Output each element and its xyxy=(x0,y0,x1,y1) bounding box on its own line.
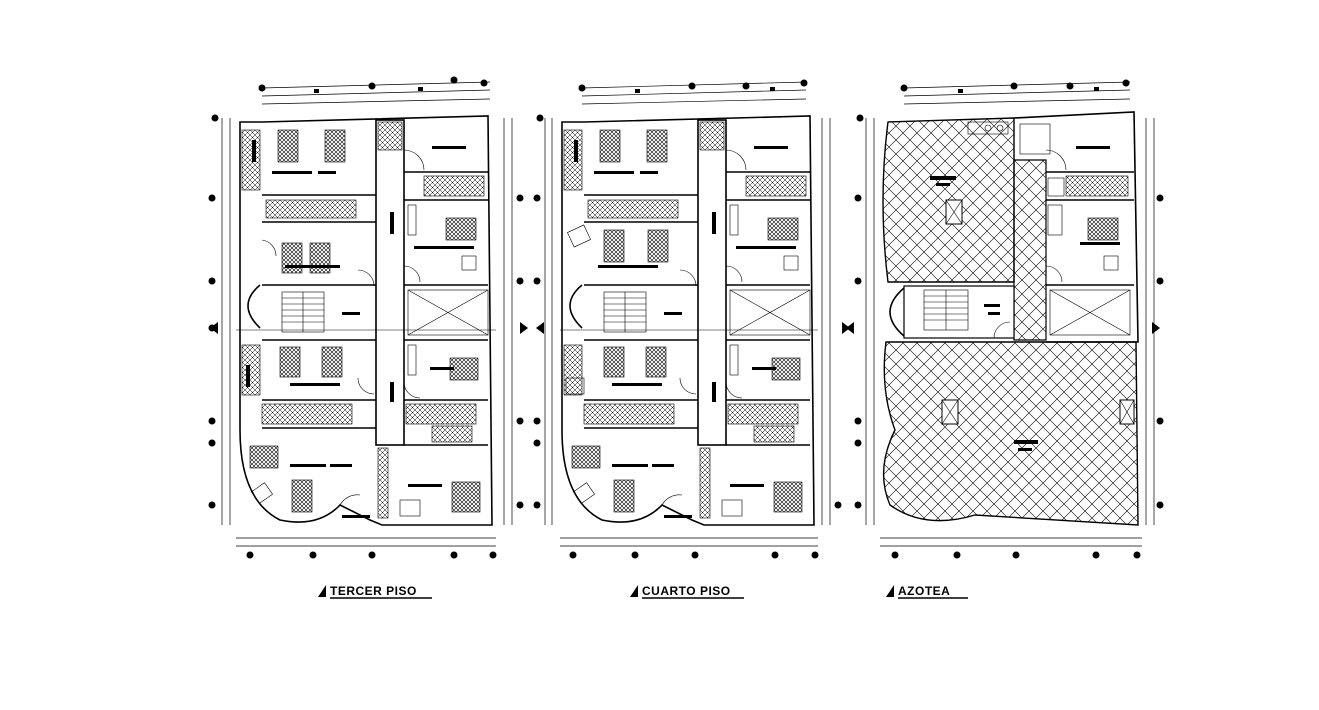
bathroom xyxy=(423,175,485,197)
bed xyxy=(321,346,343,378)
plan-title: AZOTEA xyxy=(886,584,968,599)
dimension-lines-left xyxy=(533,114,553,525)
bathroom xyxy=(1065,175,1129,197)
bed xyxy=(646,129,668,163)
bed xyxy=(603,229,625,263)
bed xyxy=(451,481,481,513)
dimension-lines-top xyxy=(258,76,491,105)
plan-title: TERCER PISO xyxy=(318,584,432,599)
bed xyxy=(773,481,803,513)
bathroom xyxy=(587,199,679,219)
bed xyxy=(291,479,313,513)
bathroom xyxy=(583,403,675,425)
title-cuarto-piso: CUARTO PISO xyxy=(642,584,731,598)
title-azotea: AZOTEA xyxy=(898,584,950,598)
dimension-lines-top xyxy=(578,79,808,105)
light-shaft xyxy=(729,289,811,336)
stairs xyxy=(603,291,647,333)
plan-cuarto-piso: CUARTO PISO xyxy=(533,79,850,599)
bed xyxy=(249,445,279,469)
bed xyxy=(279,346,301,378)
bed xyxy=(603,346,625,378)
bathroom xyxy=(405,403,477,425)
dimension-lines-bottom xyxy=(880,537,1142,559)
bathroom xyxy=(727,403,799,425)
title-tercer-piso: TERCER PISO xyxy=(330,584,417,598)
bed xyxy=(281,242,303,274)
bed xyxy=(767,217,799,241)
bathroom xyxy=(261,403,353,425)
plan-azotea: AZOTEA xyxy=(846,79,1164,599)
bed xyxy=(599,129,621,163)
plan-tercer-piso: TERCER PISO xyxy=(208,76,528,599)
bathroom xyxy=(745,175,807,197)
bed xyxy=(277,129,299,163)
bathroom xyxy=(431,425,473,443)
dimension-lines-right xyxy=(821,118,842,525)
bed xyxy=(571,445,601,469)
light-shaft xyxy=(407,289,489,336)
bathroom xyxy=(377,121,403,151)
bed xyxy=(449,357,479,381)
dimension-lines-right xyxy=(503,118,524,525)
bed xyxy=(613,479,635,513)
dimension-lines-bottom xyxy=(236,537,497,559)
dimension-lines-left xyxy=(208,114,231,525)
plan-title: CUARTO PISO xyxy=(630,584,744,599)
roof-terrace-lower xyxy=(882,341,1139,526)
bed xyxy=(771,357,801,381)
bed xyxy=(445,217,477,241)
dimension-lines-right xyxy=(1145,118,1164,525)
bathroom xyxy=(265,199,357,219)
bed xyxy=(324,129,346,163)
bathroom xyxy=(699,121,725,151)
bed xyxy=(1087,217,1119,241)
stairs xyxy=(281,291,325,333)
bed xyxy=(647,229,669,263)
light-shaft xyxy=(1049,289,1131,336)
dimension-lines-left xyxy=(854,114,875,525)
bed xyxy=(645,346,667,378)
dimension-lines-bottom xyxy=(560,537,819,559)
stairs xyxy=(923,289,969,331)
bathroom xyxy=(753,425,795,443)
dimension-lines-top xyxy=(900,79,1131,105)
bed xyxy=(309,242,331,274)
